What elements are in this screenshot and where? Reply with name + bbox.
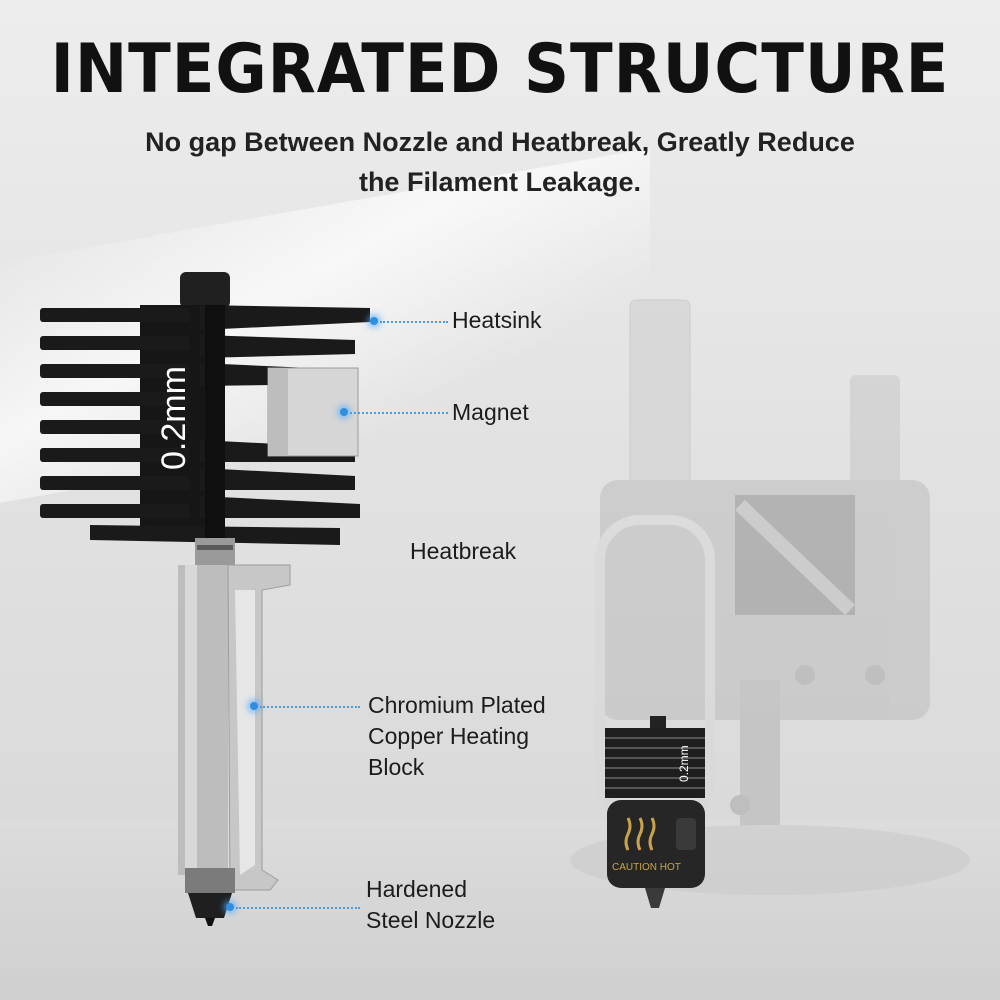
printer-brace xyxy=(735,499,855,616)
nozzle-line-2: Steel Nozzle xyxy=(366,907,496,933)
mini-heatsink-marking: 0.2mm xyxy=(677,745,691,782)
nozzle-line-1: Hardened xyxy=(366,876,468,902)
printer-post xyxy=(850,375,900,485)
heatsink-leader xyxy=(380,321,448,323)
nozzle xyxy=(188,893,232,918)
heating-block-line-1: Chromium Plated xyxy=(368,692,546,718)
heating-block-line-3: Block xyxy=(368,754,425,780)
heatbreak xyxy=(195,538,235,566)
filament-inlet xyxy=(180,272,230,308)
label-magnet: Magnet xyxy=(452,399,529,425)
label-heating-block: Chromium Plated Copper Heating Block xyxy=(368,690,546,783)
heating-block-dot xyxy=(250,702,258,710)
magnet-leader xyxy=(350,412,448,414)
nozzle-dot xyxy=(226,903,234,911)
heatsink-dot xyxy=(370,317,378,325)
page-title: INTEGRATED STRUCTURE xyxy=(50,30,950,109)
printer-screw-2 xyxy=(865,665,885,685)
mini-heatsink xyxy=(605,728,705,798)
heat-warning-icon xyxy=(624,817,656,851)
printer-screw-1 xyxy=(795,665,815,685)
heatsink-marking: 0.2mm xyxy=(155,366,193,470)
heating-block-line-2: Copper Heating xyxy=(368,723,530,749)
label-heatsink: Heatsink xyxy=(452,307,542,333)
heating-block-leader xyxy=(260,706,360,708)
mini-nozzle xyxy=(645,888,665,908)
label-heatbreak: Heatbreak xyxy=(410,538,517,564)
mini-hotend: 0.2mm CAUTION HOT xyxy=(605,716,705,908)
nozzle-leader xyxy=(236,907,360,909)
printer-screw-3 xyxy=(730,795,750,815)
label-nozzle: Hardened Steel Nozzle xyxy=(366,874,495,936)
page-subtitle: No gap Between Nozzle and Heatbreak, Gre… xyxy=(60,122,940,202)
caution-text: CAUTION HOT xyxy=(612,862,681,873)
subtitle-line-2: the Filament Leakage. xyxy=(358,167,642,197)
subtitle-line-1: No gap Between Nozzle and Heatbreak, Gre… xyxy=(145,127,855,157)
magnet-dot xyxy=(340,408,348,416)
